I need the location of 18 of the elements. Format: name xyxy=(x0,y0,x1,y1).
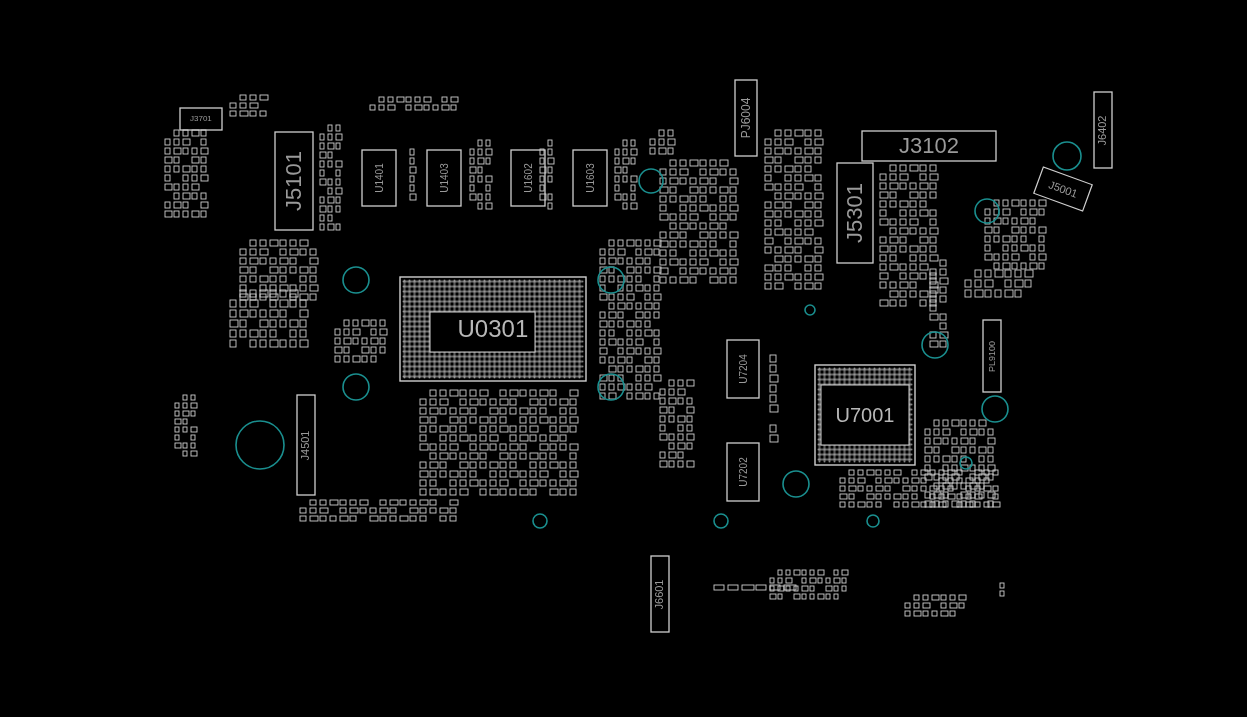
component-designator: U7204 xyxy=(738,354,749,384)
component-designator: U1403 xyxy=(439,163,450,193)
component-designator: J6601 xyxy=(654,579,666,609)
component-designator: J5001 xyxy=(1047,178,1079,200)
component-designator: U1602 xyxy=(523,163,534,193)
component-designator: PJ6004 xyxy=(739,97,752,139)
component-designator: PL9100 xyxy=(987,340,997,372)
component-designator: U7001 xyxy=(835,405,895,425)
component-designator: U0301 xyxy=(457,317,529,341)
component-designator: J5101 xyxy=(283,151,305,211)
component-designator: J3701 xyxy=(190,115,212,123)
component-designator: J5301 xyxy=(844,183,866,243)
component-designator: U1401 xyxy=(374,163,385,193)
component-designator: U7202 xyxy=(738,457,749,487)
component-designator: U1603 xyxy=(585,163,596,193)
component-designator: J6402 xyxy=(1097,115,1109,145)
component-designator: J3102 xyxy=(899,135,959,157)
component-designator: J4501 xyxy=(300,430,312,460)
